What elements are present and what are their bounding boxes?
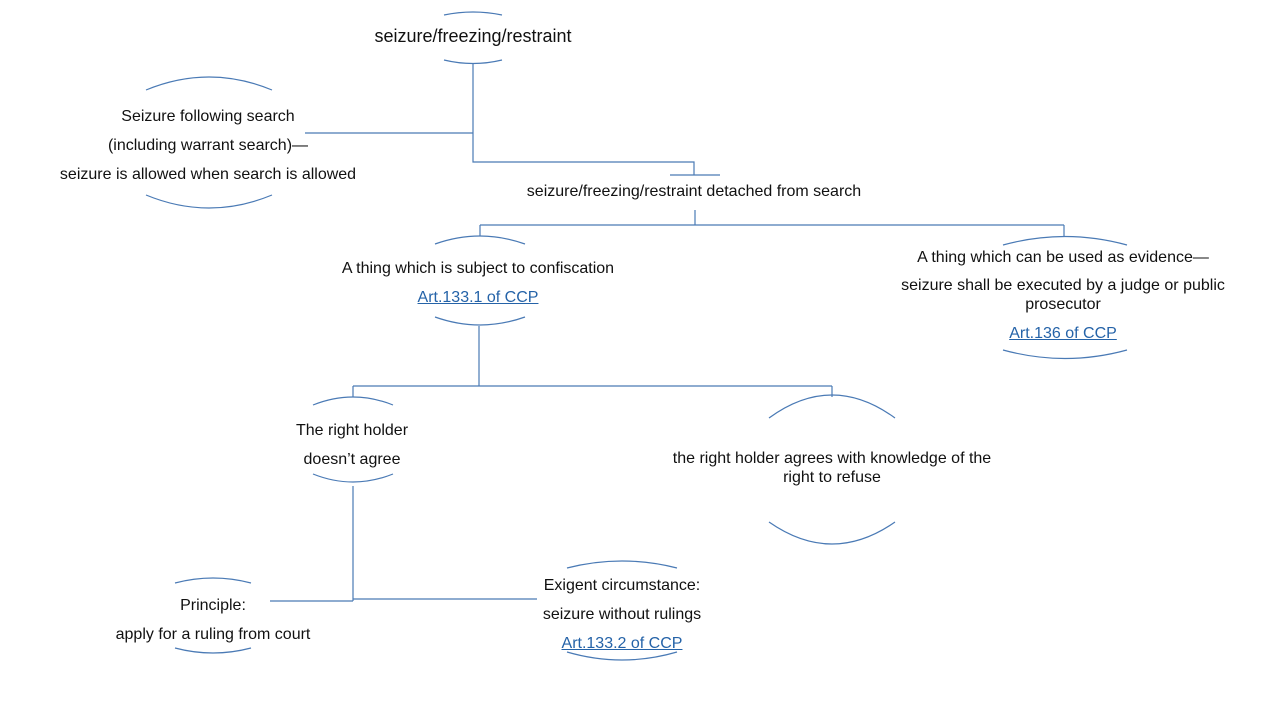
exigent-arc-top [566,560,678,569]
search-arc-bottom [145,194,273,209]
connectors [145,11,1128,661]
node-detached: seizure/freezing/restraint detached from… [474,182,914,201]
node-search-line3: seizure is allowed when search is allowe… [59,166,357,183]
art-133-1-link[interactable]: Art.133.1 of CCP [417,289,539,306]
node-root-text: seizure/freezing/restraint [374,26,572,46]
node-agree-line2: right to refuse [783,469,881,487]
node-detached-text: seizure/freezing/restraint detached from… [526,183,862,200]
root-arc-bottom [443,59,503,65]
principle-arc-top [174,577,252,584]
node-agree: the right holder agrees with knowledge o… [646,449,1018,487]
principle-arc-bottom [174,647,252,654]
node-disagree: The right holder doesn’t agree [262,416,442,474]
node-principle: Principle: apply for a ruling from court [88,591,338,649]
agree-arc-top [768,394,896,419]
art-136-link[interactable]: Art.136 of CCP [1009,324,1117,342]
disagree-arc-top [312,396,394,406]
node-evidence-line3: prosecutor [1025,296,1101,314]
node-disagree-line1: The right holder [295,422,409,439]
node-evidence: A thing which can be used as evidence— s… [878,248,1248,343]
node-disagree-line2: doesn’t agree [303,451,401,468]
node-search-line2: (including warrant search)— [107,137,309,154]
agree-arc-bottom [768,521,896,545]
art-133-2-link[interactable]: Art.133.2 of CCP [561,635,683,652]
node-search-line1: Seizure following search [121,108,295,125]
node-exigent: Exigent circumstance: seizure without ru… [502,571,742,658]
node-evidence-line2: seizure shall be executed by a judge or … [901,277,1225,295]
node-principle-line1: Principle: [180,597,246,614]
confiscation-arc-bottom [434,316,526,326]
node-agree-line1: the right holder agrees with knowledge o… [672,450,992,467]
root-trunk [472,64,695,175]
evidence-arc-bottom [1002,349,1128,360]
node-evidence-line1: A thing which can be used as evidence— [917,249,1209,266]
node-search: Seizure following search (including warr… [38,102,378,189]
node-confiscation: A thing which is subject to confiscation… [318,254,638,312]
disagree-arc-bottom [312,473,394,483]
node-root: seizure/freezing/restraint [323,26,623,48]
node-exigent-line2: seizure without rulings [542,606,702,623]
node-principle-line2: apply for a ruling from court [115,626,311,643]
search-arc-top [145,76,273,91]
root-arc-top [443,11,503,16]
exigent-arc-bottom [566,651,678,661]
evidence-arc-top [1002,235,1128,246]
confiscation-arc-top [434,235,526,245]
node-exigent-line1: Exigent circumstance: [543,577,701,594]
node-confiscation-line1: A thing which is subject to confiscation [341,260,615,277]
